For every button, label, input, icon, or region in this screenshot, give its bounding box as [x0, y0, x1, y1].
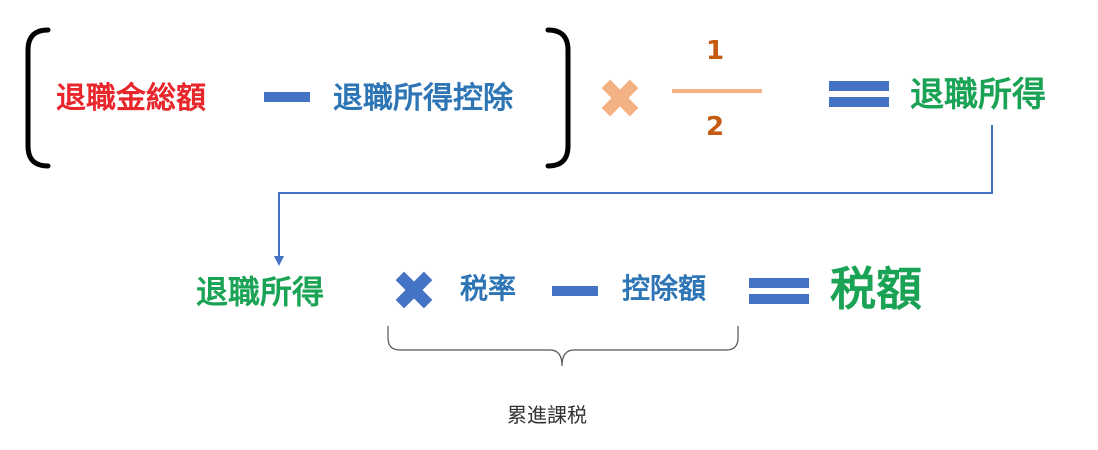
- term-retirement-income-deduction: 退職所得控除: [333, 81, 513, 116]
- term-retirement-income: 退職所得: [196, 273, 325, 311]
- term-deduction-amount: 控除額: [622, 272, 707, 305]
- multiply-icon: [601, 79, 639, 117]
- curly-brace: [387, 326, 739, 367]
- result-tax-amount: 税額: [830, 262, 922, 316]
- brace-caption-progressive-tax: 累進課税: [507, 403, 587, 427]
- minus-icon: [552, 286, 598, 296]
- result-retirement-income: 退職所得: [910, 75, 1046, 115]
- fraction-denominator: 2: [705, 112, 725, 142]
- arrow-head: [274, 256, 284, 266]
- fraction-bar: [672, 89, 762, 93]
- equals-icon: [749, 278, 809, 304]
- multiply-icon: [395, 271, 433, 309]
- term-total-retirement-pay: 退職金総額: [56, 81, 206, 116]
- connector-arrow: [278, 125, 993, 257]
- fraction-numerator: 1: [705, 36, 725, 66]
- minus-icon: [264, 92, 310, 102]
- left-bracket: [25, 27, 51, 169]
- term-tax-rate: 税率: [460, 272, 517, 305]
- equals-icon: [829, 81, 889, 107]
- right-bracket: [545, 27, 571, 169]
